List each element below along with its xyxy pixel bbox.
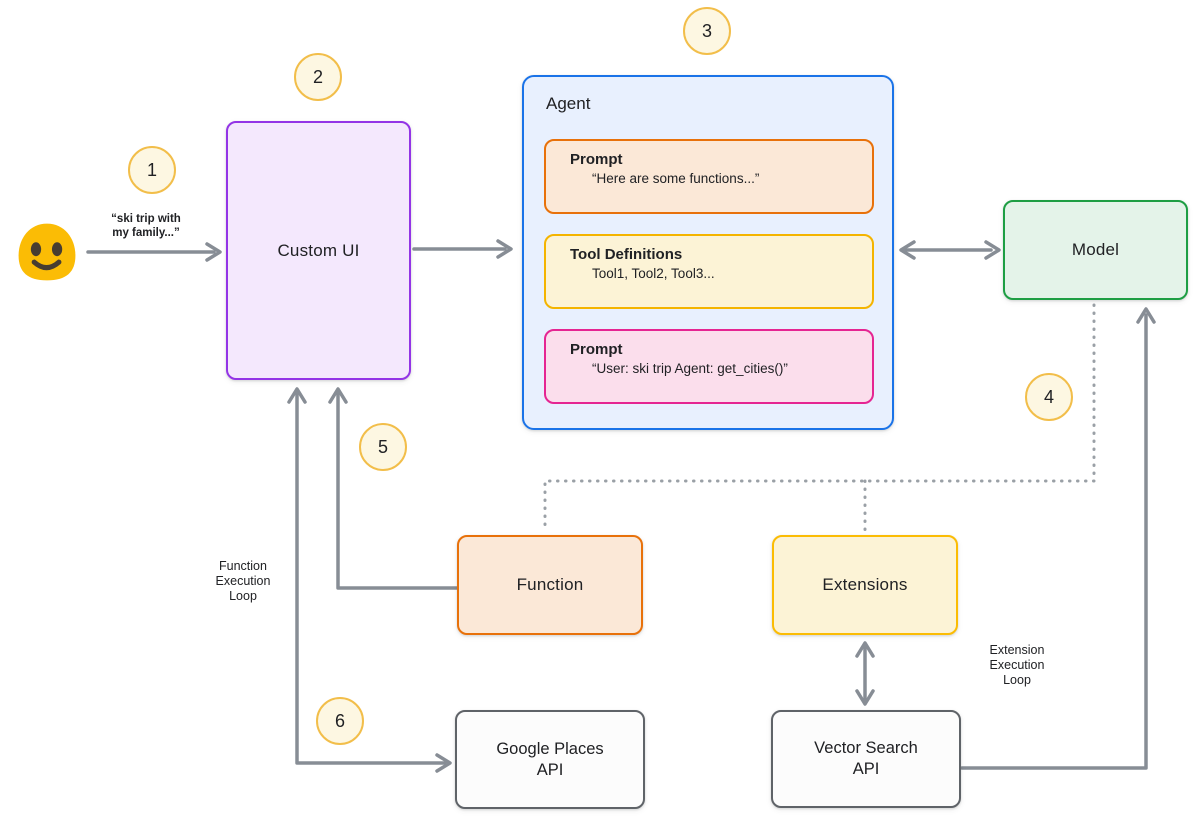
step-number: 5 [377,436,388,457]
connector-agent-model-bidirectional [899,240,1001,260]
loop-label-line: Function [219,559,267,573]
google-places-api-label: Google Places API [496,739,603,780]
arrowhead-up-icon [328,387,348,404]
step-number: 1 [146,159,157,180]
step-badge-5: 5 [359,423,407,471]
box-prompt-conversation: Prompt “User: ski trip Agent: get_cities… [544,329,874,404]
prompt-subtitle: “User: ski trip Agent: get_cities()” [592,361,788,376]
box-function: Function [457,535,643,635]
tool-definitions-subtitle: Tool1, Tool2, Tool3... [592,266,715,281]
vector-search-api-label: Vector Search API [814,738,918,779]
loop-label-line: Loop [229,589,257,603]
api-label-line: API [852,760,880,778]
quote-line: “ski trip with [111,213,181,225]
box-tool-definitions: Tool Definitions Tool1, Tool2, Tool3... [544,234,874,309]
step-badge-4: 4 [1025,373,1073,421]
agent-title: Agent [546,94,591,113]
tool-definitions-title: Tool Definitions [570,246,683,263]
arrowhead-up-icon [287,387,307,404]
step-badge-2: 2 [294,53,342,101]
step-number: 4 [1043,386,1054,407]
label-extension-execution-loop: Extension Execution Loop [967,643,1067,688]
prompt-title: Prompt [570,151,623,168]
box-prompt-functions: Prompt “Here are some functions...” [544,139,874,214]
step-number: 6 [334,710,345,731]
custom-ui-label: Custom UI [277,240,360,260]
extensions-label: Extensions [822,575,908,594]
function-label: Function [516,575,584,594]
arrowhead-right-icon [984,240,1001,260]
loop-label-line: Execution [989,658,1045,672]
arrowhead-right-icon [496,239,513,259]
prompt-subtitle: “Here are some functions...” [592,171,760,186]
user-smiley-emoji-icon [14,220,80,289]
arrowhead-right-icon [205,242,222,262]
arrowhead-up-icon [855,641,875,658]
arrowhead-right-icon [435,753,452,773]
connector-user-to-custom-ui [86,242,222,262]
connector-function-to-custom-ui [328,387,459,590]
step-number: 2 [312,66,323,87]
api-label-line: Vector Search [814,739,918,758]
prompt-title: Prompt [570,341,623,358]
box-model: Model [1003,200,1188,300]
box-vector-search-api: Vector Search API [771,710,961,808]
model-label: Model [1071,240,1120,259]
step-number: 3 [701,20,712,41]
user-request-quote: “ski trip with my family...” [94,213,198,241]
quote-line: my family...” [112,226,180,239]
box-agent: Agent Prompt “Here are some functions...… [522,75,894,430]
arrowhead-up-icon [1136,307,1156,324]
step-badge-3: 3 [683,7,731,55]
loop-label-line: Extension [989,643,1045,657]
connector-custom-ui-to-agent [412,239,513,259]
box-google-places-api: Google Places API [455,710,645,809]
step-badge-1: 1 [128,146,176,194]
loop-label-line: Execution [215,574,271,588]
box-extensions: Extensions [772,535,958,635]
connector-extensions-vector-search [855,641,875,706]
api-label-line: Google Places [496,739,604,758]
api-label-line: API [536,760,564,779]
arrowhead-down-icon [855,689,875,706]
box-custom-ui: Custom UI [226,121,411,380]
label-function-execution-loop: Function Execution Loop [193,559,293,604]
arrowhead-left-icon [899,240,916,260]
loop-label-line: Loop [1003,673,1031,687]
step-badge-6: 6 [316,697,364,745]
